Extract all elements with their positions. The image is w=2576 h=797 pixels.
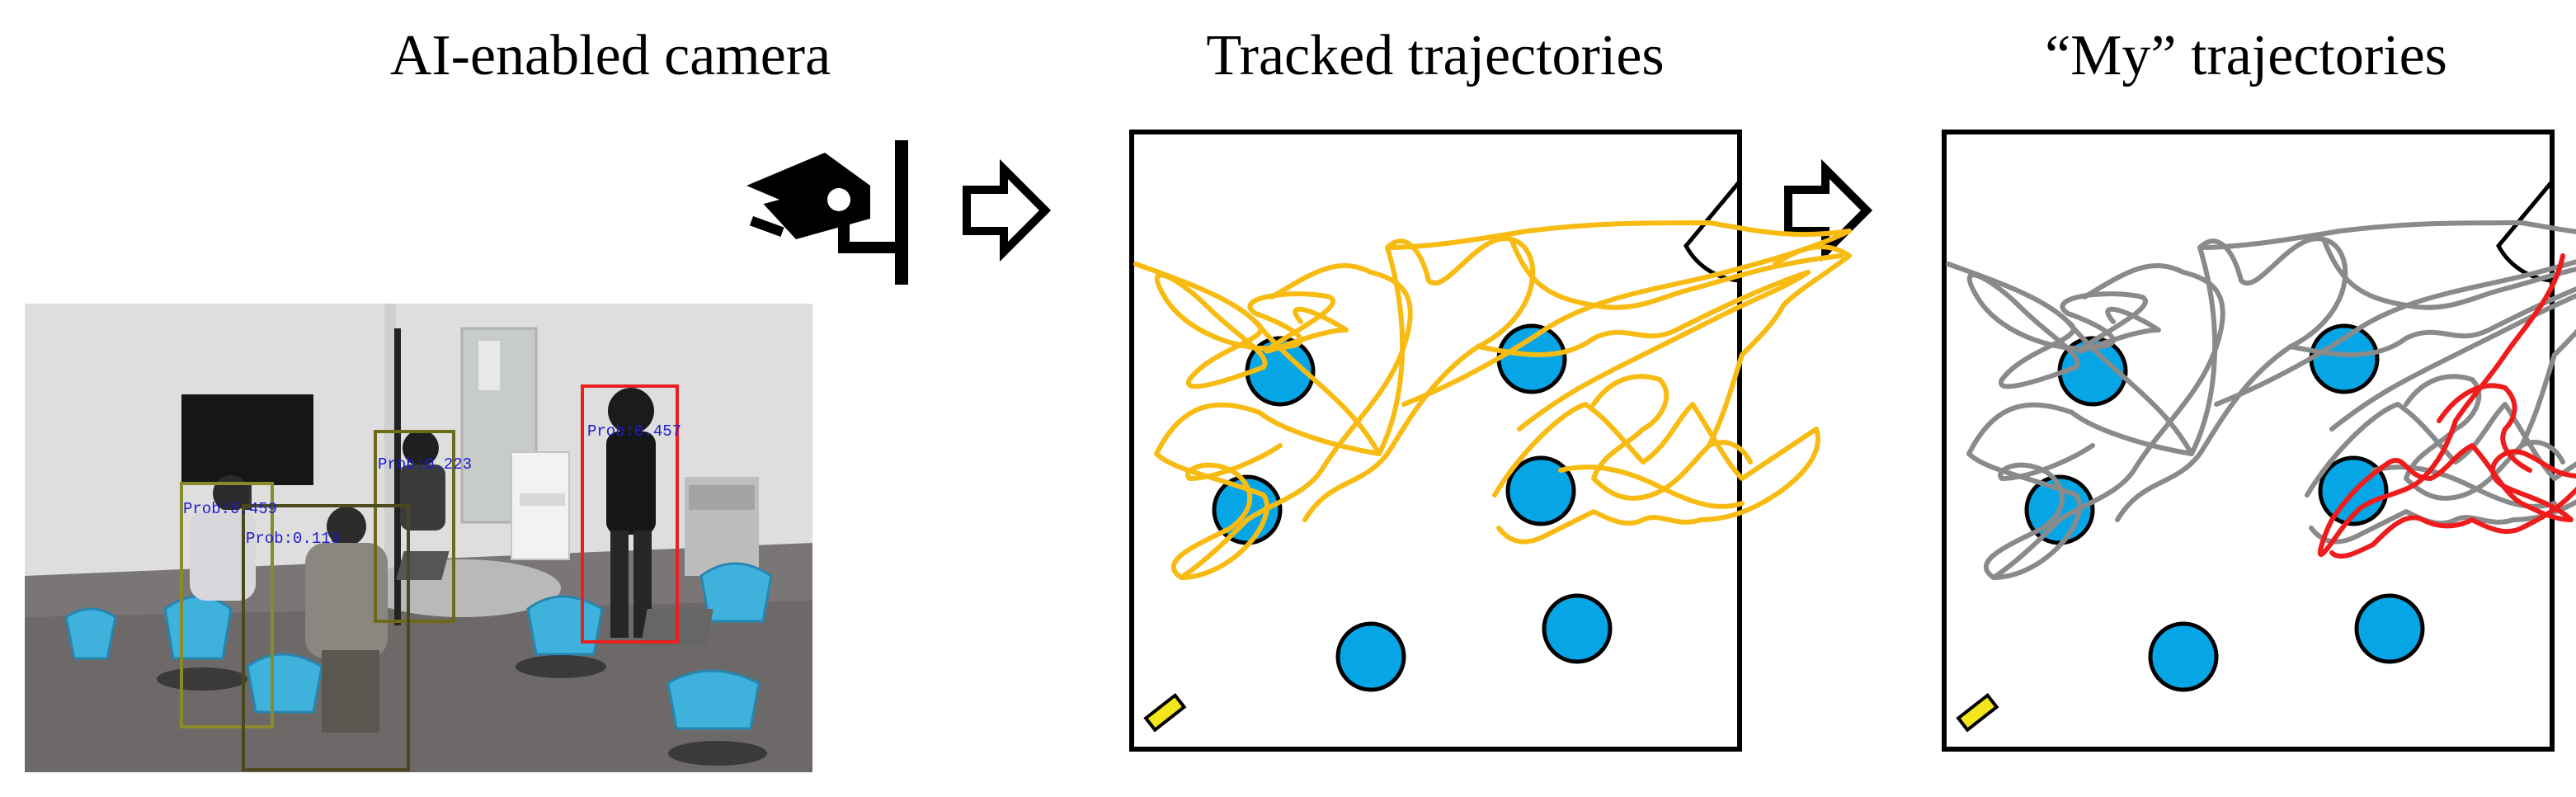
tracked-map — [1129, 130, 1849, 752]
camera-photo: Prob:0.457 Prob:0.223 Prob:0.459 Prob:0.… — [25, 304, 812, 772]
title-camera: AI-enabled camera — [390, 24, 831, 87]
cctv-camera-icon — [746, 140, 908, 285]
detection-box-back — [374, 430, 455, 623]
detection-label: Prob:0.457 — [587, 422, 681, 441]
door-marker — [1956, 692, 1999, 733]
detection-box-front — [242, 504, 410, 771]
my-trajectories-map — [1942, 130, 2576, 752]
title-tracked: Tracked trajectories — [1206, 24, 1664, 87]
door-marker — [1143, 692, 1187, 733]
detection-label: Prob:0.113 — [246, 530, 340, 548]
detection-box-standing — [581, 384, 679, 644]
detection-label: Prob:0.223 — [378, 455, 472, 474]
title-my-trajectories: “My” trajectories — [2045, 24, 2447, 87]
detection-box-left — [180, 482, 274, 729]
right-arrow-icon — [963, 158, 1052, 262]
detection-label: Prob:0.459 — [183, 500, 277, 518]
